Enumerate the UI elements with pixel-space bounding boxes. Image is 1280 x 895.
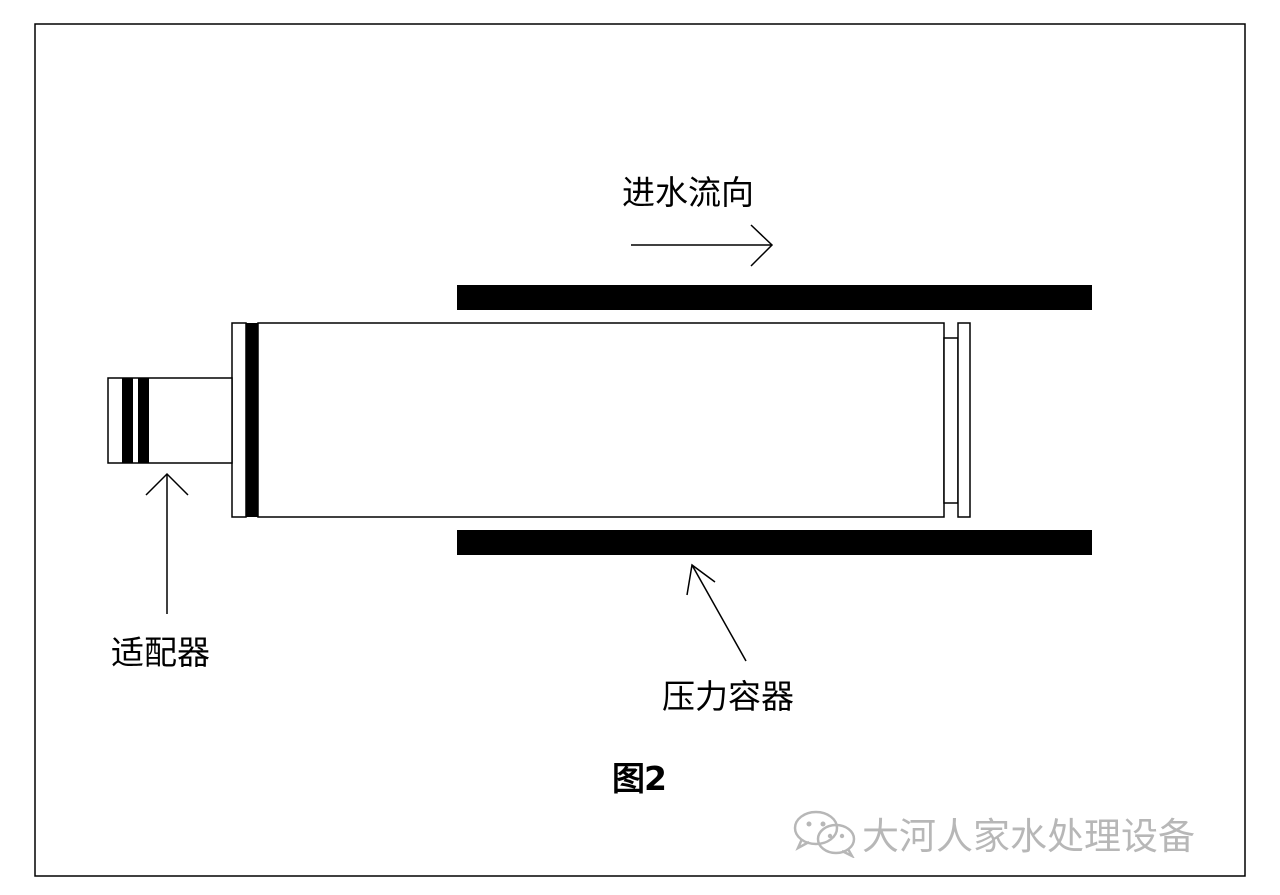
membrane-left-seal-band: [246, 323, 258, 517]
watermark-text: 大河人家水处理设备: [862, 815, 1195, 858]
membrane-right-neck: [943, 337, 959, 504]
pressure-vessel-top-wall: [457, 285, 1092, 310]
adapter-pointer-arrow: [145, 472, 189, 614]
wechat-icon: [793, 810, 856, 858]
flow-direction-arrow: [631, 224, 774, 267]
membrane-right-end-cap: [957, 322, 971, 518]
watermark: 大河人家水处理设备: [792, 806, 1195, 860]
adapter-ring: [122, 378, 133, 463]
pressure-vessel-pointer-arrow: [686, 563, 747, 662]
figure-caption: 图2: [612, 759, 667, 798]
membrane-left-end-cap: [231, 322, 247, 518]
adapter-label: 适配器: [111, 633, 210, 672]
outer-frame: [34, 23, 1246, 877]
membrane-element-body: [257, 322, 945, 518]
pressure-vessel-bottom-wall: [457, 530, 1092, 555]
pressure-vessel-label: 压力容器: [662, 677, 794, 716]
flow-direction-label: 进水流向: [622, 173, 754, 212]
adapter-ring: [138, 378, 149, 463]
